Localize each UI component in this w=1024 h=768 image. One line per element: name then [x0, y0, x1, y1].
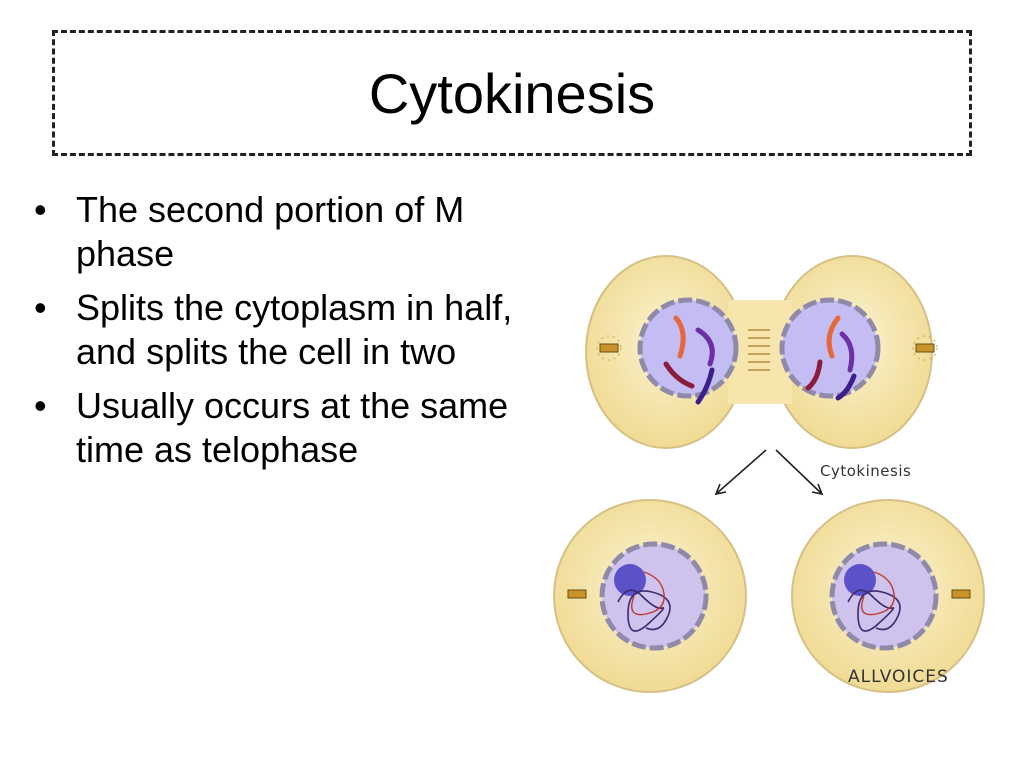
bullet-dot-icon: • [34, 287, 47, 328]
centriole-icon [951, 589, 971, 599]
bullet-text: Splits the cytoplasm in half, and splits… [76, 287, 513, 372]
bullet-item: • Usually occurs at the same time as telo… [30, 384, 540, 472]
bullet-dot-icon: • [34, 189, 47, 230]
centriole-icon [912, 335, 938, 361]
daughter-cell-left [553, 499, 747, 693]
bullet-item: • Splits the cytoplasm in half, and split… [30, 286, 540, 374]
allvoices-logo: ALLVOICES [848, 667, 949, 687]
bullet-dot-icon: • [34, 385, 47, 426]
centriole-icon [596, 335, 622, 361]
bullet-item: • The second portion of M phase [30, 188, 540, 276]
slide-title: Cytokinesis [368, 61, 656, 125]
bullet-text: The second portion of M phase [76, 189, 465, 274]
daughter-cell-right [791, 499, 985, 693]
figure-label: Cytokinesis [820, 462, 912, 480]
arrow-icon [714, 449, 767, 496]
dividing-cell [585, 255, 938, 449]
cytokinesis-illustration [553, 255, 985, 693]
centriole-icon [567, 589, 587, 599]
arrow-icon [775, 449, 824, 496]
title-box: Cytokinesis [52, 30, 972, 156]
bullet-text: Usually occurs at the same time as telop… [76, 385, 509, 470]
bullet-list: • The second portion of M phase • Splits t… [30, 188, 540, 482]
